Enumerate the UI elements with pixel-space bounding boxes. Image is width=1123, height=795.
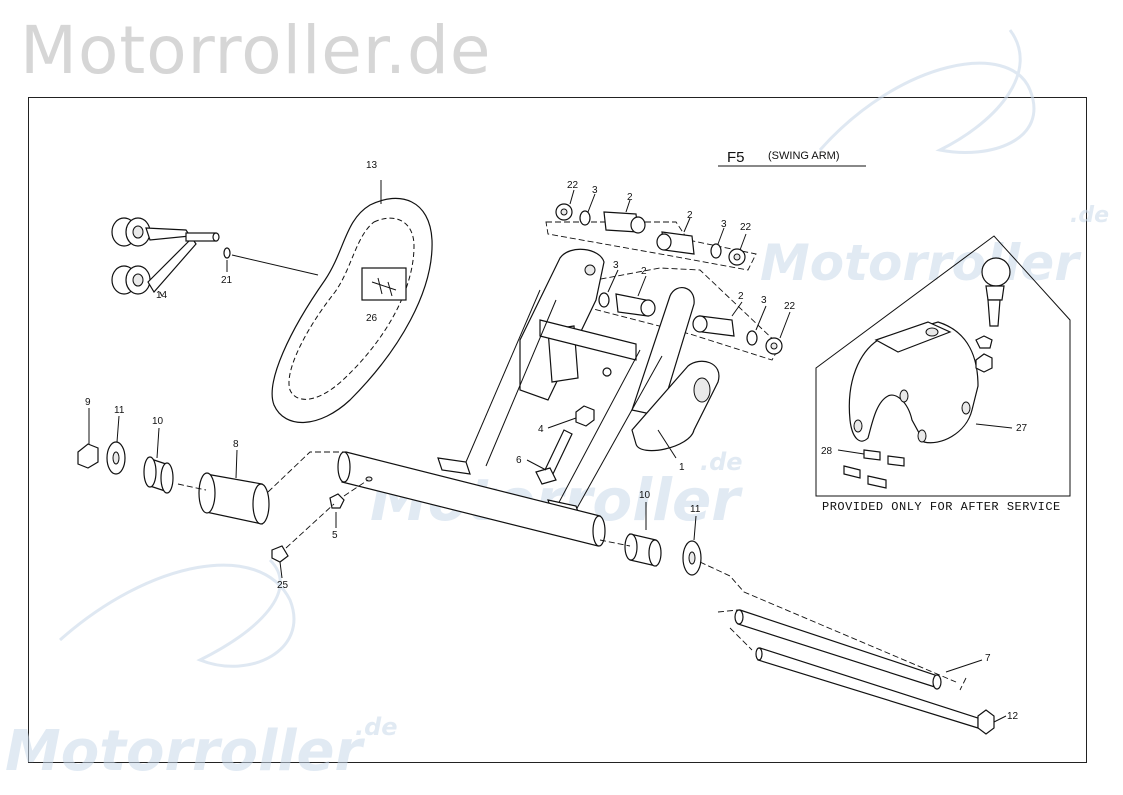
- callout-13: 13: [366, 160, 378, 171]
- part-7-tube: [734, 609, 983, 690]
- callout-12: 12: [1007, 711, 1019, 722]
- callout-6: 6: [516, 455, 522, 466]
- callout-22b: 22: [740, 222, 752, 233]
- inset-after-service: [815, 235, 1071, 497]
- callout-4: 4: [538, 424, 544, 435]
- callout-3c: 3: [613, 260, 619, 271]
- callout-2d: 2: [738, 291, 744, 302]
- left-bearing-stack: [77, 408, 346, 525]
- callout-5: 5: [332, 530, 338, 541]
- callout-14: 14: [156, 290, 168, 301]
- callout-22a: 22: [567, 180, 579, 191]
- watermark-bottom-left: Motorroller: [5, 719, 366, 784]
- diagram-name: (SWING ARM): [768, 150, 840, 162]
- watermark-right: Motorroller: [760, 234, 1082, 292]
- callout-11b: 11: [690, 504, 701, 515]
- callout-11a: 11: [114, 405, 125, 416]
- callout-2a: 2: [627, 192, 633, 203]
- part-13-drive-belt: [271, 180, 433, 424]
- callout-7: 7: [985, 653, 991, 664]
- callout-21: 21: [221, 275, 233, 286]
- callout-22d: 22: [784, 301, 796, 312]
- part-9-nut: [77, 443, 99, 469]
- callout-3d: 3: [761, 295, 767, 306]
- callout-10a: 10: [152, 416, 164, 427]
- upper-bushing-set: [545, 189, 757, 271]
- part-25-fitting: [271, 503, 335, 579]
- diagram-frame: [28, 97, 1087, 763]
- callout-8: 8: [233, 439, 239, 450]
- part-6-bolt: [526, 429, 573, 485]
- callout-10b: 10: [639, 490, 651, 501]
- pivot-tube: [337, 451, 606, 547]
- callout-3a: 3: [592, 185, 598, 196]
- part-12-pivot-shaft: [755, 647, 1007, 735]
- callout-2b: 2: [687, 210, 693, 221]
- callout-25: 25: [277, 580, 289, 591]
- diagram-code: F5: [727, 149, 745, 166]
- right-bearing-stack: [599, 502, 967, 691]
- scooter-logo-shape: [59, 558, 296, 668]
- part-26-bolt-box: [361, 267, 407, 301]
- part-21-clip: [223, 247, 231, 272]
- callout-26: 26: [366, 313, 378, 324]
- part-1-swing-arm: [437, 248, 720, 519]
- inset-note: PROVIDED ONLY FOR AFTER SERVICE: [822, 500, 1061, 514]
- callout-27: 27: [1016, 423, 1028, 434]
- part-4-nut: [547, 367, 612, 429]
- part-14-tensioner: [111, 217, 220, 297]
- watermark-center-de: .de: [700, 448, 743, 476]
- watermark-bottom-left-de: .de: [355, 713, 398, 741]
- site-watermark: Motorroller.de: [20, 12, 492, 89]
- callout-1: 1: [679, 462, 685, 473]
- callout-28: 28: [821, 446, 833, 457]
- watermark-right-de: .de: [1070, 203, 1109, 228]
- diagram-title: F5 (SWING ARM): [718, 149, 866, 167]
- callout-2c: 2: [641, 266, 647, 277]
- callout-9: 9: [85, 397, 91, 408]
- scooter-logo-shape: [818, 29, 1036, 154]
- callout-3b: 3: [721, 219, 727, 230]
